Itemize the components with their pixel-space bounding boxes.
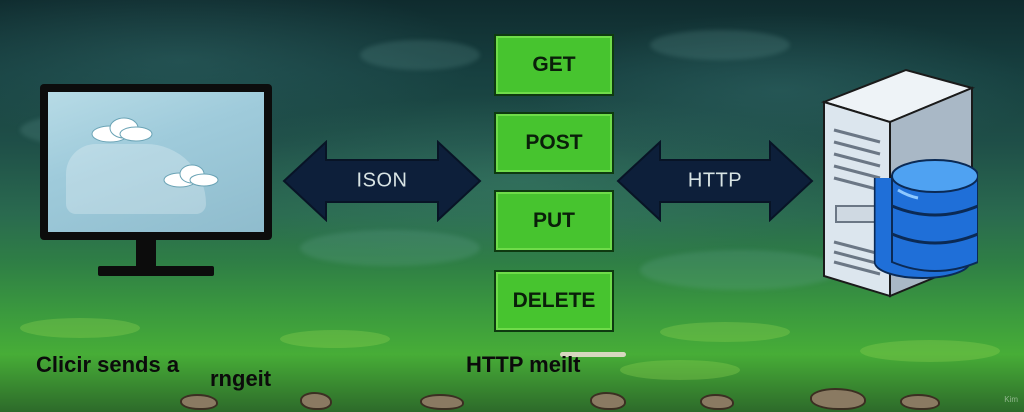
caption-underline-mark xyxy=(560,352,626,357)
grass-patch xyxy=(660,322,790,342)
background-cloud xyxy=(640,250,840,290)
rock xyxy=(590,392,626,410)
rock xyxy=(300,392,332,410)
grass-patch xyxy=(860,340,1000,362)
watermark: Kim xyxy=(1004,395,1018,404)
json-arrow-label: ISON xyxy=(356,169,408,192)
background-cloud xyxy=(300,230,480,266)
rock xyxy=(420,394,464,410)
rock xyxy=(810,388,866,410)
rock xyxy=(180,394,218,410)
grass-patch xyxy=(20,318,140,338)
monitor-stand-neck xyxy=(136,240,156,268)
method-get: GET xyxy=(494,34,614,96)
rock xyxy=(900,394,940,410)
client-caption-continued: rngeit xyxy=(210,366,272,391)
monitor-screen xyxy=(48,92,264,232)
method-post: POST xyxy=(494,112,614,174)
methods-caption: HTTP meilt xyxy=(466,352,581,377)
background-cloud xyxy=(360,40,480,70)
http-arrow-label: HTTP xyxy=(687,169,743,192)
background-cloud xyxy=(650,30,790,60)
client-caption: Clicir sends a xyxy=(36,352,180,377)
rocky-ground xyxy=(120,388,1024,412)
json-double-arrow: ISON xyxy=(282,139,482,223)
double-arrow-icon xyxy=(616,139,814,223)
grass-patch xyxy=(280,330,390,348)
screen-clouds-icon xyxy=(91,117,219,188)
grass-patch xyxy=(620,360,740,380)
rock xyxy=(700,394,734,410)
server-tower xyxy=(818,66,979,298)
client-monitor xyxy=(40,84,272,240)
http-double-arrow: HTTP xyxy=(616,139,814,223)
monitor-stand-base xyxy=(98,266,214,276)
server-database-icon xyxy=(820,68,979,298)
method-delete: DELETE xyxy=(494,270,614,332)
double-arrow-icon xyxy=(282,139,482,223)
method-put: PUT xyxy=(494,190,614,252)
